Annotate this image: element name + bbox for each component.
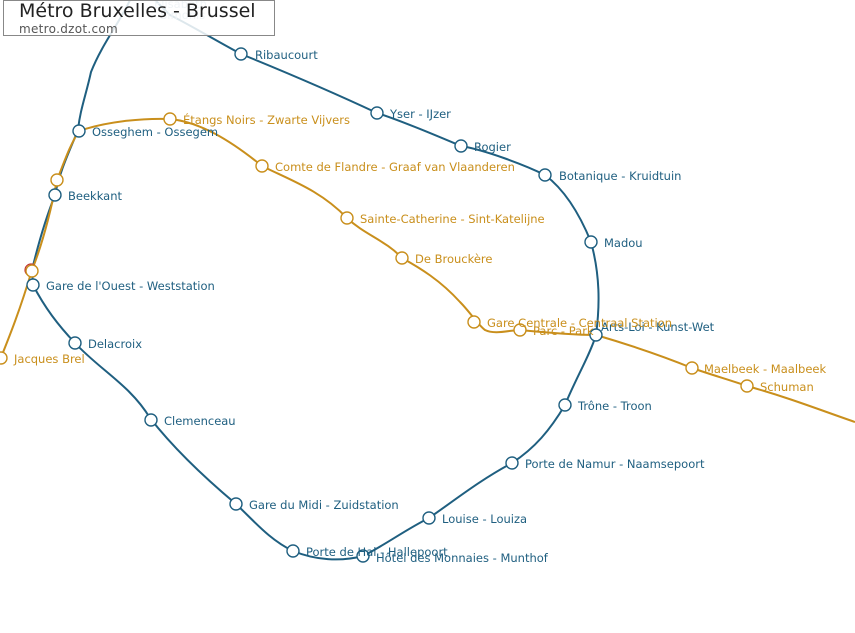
station-marker-beekkant[interactable] bbox=[48, 188, 62, 202]
station-label-rogier[interactable]: Rogier bbox=[474, 140, 511, 154]
station-marker-de-brouckere[interactable] bbox=[395, 251, 409, 265]
station-marker-gare-centrale[interactable] bbox=[467, 315, 481, 329]
station-marker-botanique[interactable] bbox=[538, 168, 552, 182]
interchange-marker bbox=[50, 173, 64, 187]
station-marker-parc[interactable] bbox=[513, 323, 527, 337]
station-marker-madou[interactable] bbox=[584, 235, 598, 249]
station-label-jacques-brel[interactable]: Jacques Brel bbox=[13, 352, 85, 366]
station-marker-porte-de-hal[interactable] bbox=[286, 544, 300, 558]
station-label-gare-centrale[interactable]: Gare Centrale - Centraal Station bbox=[487, 316, 672, 330]
ring-line-track bbox=[30, 0, 600, 561]
east-west-line-track bbox=[0, 117, 855, 423]
stations-layer bbox=[0, 47, 754, 563]
station-marker-ribaucourt[interactable] bbox=[234, 47, 248, 61]
station-label-clemenceau[interactable]: Clemenceau bbox=[164, 414, 236, 428]
station-label-sainte-catherine[interactable]: Sainte-Catherine - Sint-Katelijne bbox=[360, 212, 545, 226]
station-label-comte-de-flandre[interactable]: Comte de Flandre - Graaf van Vlaanderen bbox=[275, 160, 515, 174]
station-marker-gare-du-midi[interactable] bbox=[229, 497, 243, 511]
station-label-maelbeek[interactable]: Maelbeek - Maalbeek bbox=[704, 362, 826, 376]
station-label-beekkant[interactable]: Beekkant bbox=[68, 189, 122, 203]
station-label-arts-loi[interactable]: Arts-Loi - Kunst-Wet bbox=[601, 320, 715, 334]
station-label-schuman[interactable]: Schuman bbox=[760, 380, 814, 394]
station-label-porte-de-hal[interactable]: Porte de Hal - Hallepoort bbox=[306, 545, 448, 559]
station-label-osseghem[interactable]: Osseghem - Ossegem bbox=[92, 125, 218, 139]
station-label-delacroix[interactable]: Delacroix bbox=[88, 337, 142, 351]
station-label-botanique[interactable]: Botanique - Kruidtuin bbox=[559, 169, 681, 183]
station-marker-sainte-catherine[interactable] bbox=[340, 211, 354, 225]
station-marker-etangs-noirs[interactable] bbox=[163, 112, 177, 126]
station-marker-yser[interactable] bbox=[370, 106, 384, 120]
station-marker-schuman[interactable] bbox=[740, 379, 754, 393]
station-marker-jacques-brel[interactable] bbox=[0, 351, 8, 365]
title-box: Métro Bruxelles - Brussel metro.dzot.com bbox=[3, 0, 275, 36]
station-label-porte-de-namur[interactable]: Porte de Namur - Naamsepoort bbox=[525, 457, 705, 471]
station-label-ribaucourt[interactable]: Ribaucourt bbox=[255, 48, 318, 62]
interchange-marker bbox=[25, 264, 39, 278]
station-marker-arts-loi[interactable] bbox=[589, 328, 603, 342]
station-label-etangs-noirs[interactable]: Étangs Noirs - Zwarte Vijvers bbox=[183, 112, 350, 127]
station-label-hotel-des-monnaies[interactable]: Hôtel des Monnaies - Munthof bbox=[376, 551, 549, 565]
station-marker-maelbeek[interactable] bbox=[685, 361, 699, 375]
station-label-louise[interactable]: Louise - Louiza bbox=[442, 512, 527, 526]
station-label-trone[interactable]: Trône - Troon bbox=[577, 399, 652, 413]
station-label-parc[interactable]: Parc - Park bbox=[533, 324, 594, 338]
station-label-gare-de-louest[interactable]: Gare de l'Ouest - Weststation bbox=[46, 279, 215, 293]
station-label-de-brouckere[interactable]: De Brouckère bbox=[415, 252, 492, 266]
station-marker-gare-de-louest[interactable] bbox=[26, 278, 40, 292]
station-marker-trone[interactable] bbox=[558, 398, 572, 412]
station-marker-louise[interactable] bbox=[422, 511, 436, 525]
station-marker-clemenceau[interactable] bbox=[144, 413, 158, 427]
station-label-yser[interactable]: Yser - IJzer bbox=[389, 107, 451, 121]
station-marker-osseghem[interactable] bbox=[72, 124, 86, 138]
station-label-madou[interactable]: Madou bbox=[604, 236, 643, 250]
station-marker-hotel-des-monnaies[interactable] bbox=[356, 549, 370, 563]
labels-layer: ElisabethSimonisRibaucourtYser - IJzerRo… bbox=[13, 0, 826, 565]
station-marker-porte-de-namur[interactable] bbox=[505, 456, 519, 470]
station-label-gare-du-midi[interactable]: Gare du Midi - Zuidstation bbox=[249, 498, 399, 512]
page-subtitle: metro.dzot.com bbox=[19, 22, 118, 36]
station-marker-delacroix[interactable] bbox=[68, 336, 82, 350]
station-marker-comte-de-flandre[interactable] bbox=[255, 159, 269, 173]
page-title: Métro Bruxelles - Brussel bbox=[19, 0, 256, 22]
station-marker-rogier[interactable] bbox=[454, 139, 468, 153]
